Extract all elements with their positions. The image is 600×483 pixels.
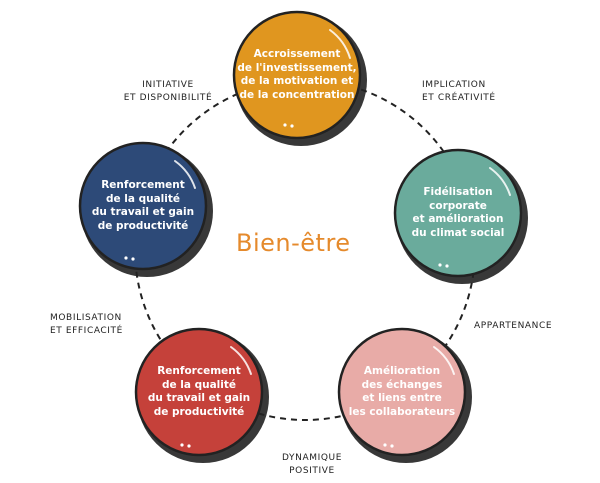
node-label-left: Renforcement de la qualité du travail et…	[91, 179, 195, 232]
edge-label-top-right: IMPLICATION ET CRÉATIVITÉ	[422, 80, 496, 103]
node-label-bottom-right: Amélioration des échanges et liens entre…	[348, 365, 456, 418]
node-fill-bottom-right	[337, 327, 467, 457]
edge-label-right-bottom: APPARTENANCE	[474, 321, 553, 331]
node-circle-bottom-right	[337, 327, 472, 463]
edge-label-top-left: INITIATIVE ET DISPONIBILITÉ	[123, 80, 213, 103]
node-label-top: Accroissement de l'investissement, de la…	[237, 48, 357, 101]
center-title: Bien-être	[236, 229, 351, 257]
node-fill-left	[78, 141, 208, 271]
node-label-right: Fidélisation corporate et amélioration d…	[411, 186, 505, 239]
node-circle-left	[78, 141, 213, 277]
node-circle-right	[393, 148, 528, 284]
node-fill-top	[232, 10, 362, 140]
node-fill-bottom-left	[134, 327, 264, 457]
edge-label-bottom: DYNAMIQUE POSITIVE	[281, 453, 342, 476]
node-circle-top	[232, 10, 367, 146]
node-label-bottom-left: Renforcement de la qualité du travail et…	[147, 365, 251, 418]
node-circle-bottom-left	[134, 327, 269, 463]
edge-label-left-bottom: MOBILISATION ET EFFICACITÉ	[50, 313, 123, 336]
node-fill-right	[393, 148, 523, 278]
